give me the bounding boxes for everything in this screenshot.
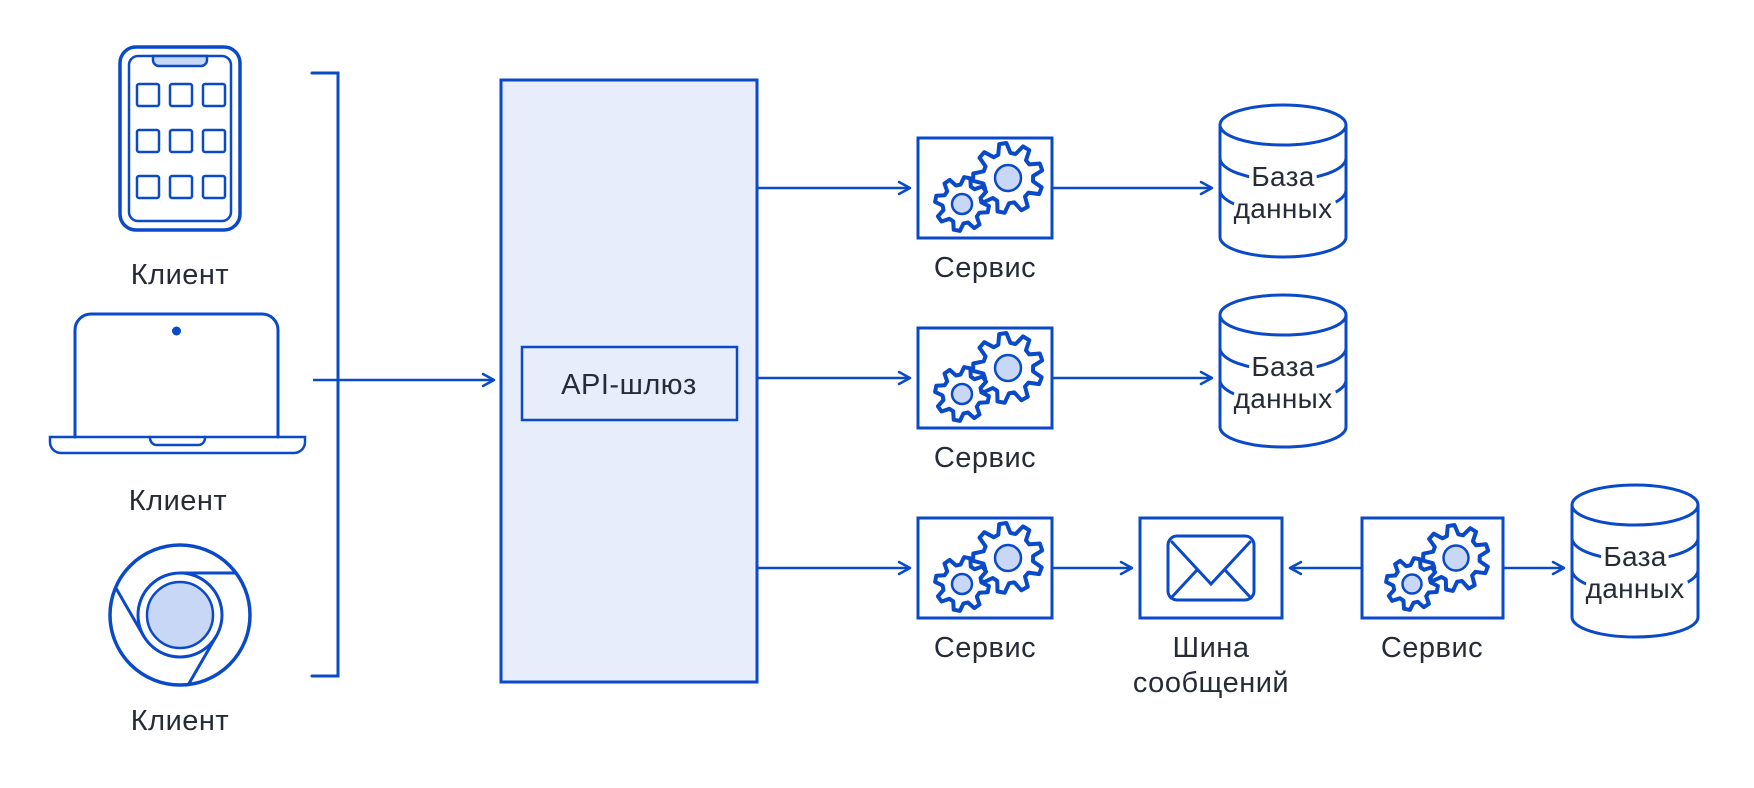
laptop-screen [73,312,280,439]
service-2-node [916,326,1054,430]
db-top [1218,103,1348,147]
database-1-label-line1: База [1251,161,1314,192]
envelope-icon [1166,534,1256,602]
laptop-webcam [172,326,181,336]
client-1-label: Клиент [131,259,229,291]
client-3-label: Клиент [131,705,229,737]
database-icon: База данных [1570,483,1700,639]
laptop-base-notch [148,435,207,447]
clients-bracket [310,71,340,678]
service-1-node [916,136,1054,240]
database-3-label-line2: данных [1586,573,1685,604]
db-top [1218,293,1348,337]
service-4-label: Сервис [1381,632,1483,664]
smartphone-icon [118,45,242,232]
database-2-label-line1: База [1251,351,1314,382]
browser-outer-circle [108,543,252,687]
message-bus-box [1138,516,1284,620]
db-waves [1218,156,1348,214]
db-body [1218,313,1348,449]
phone-body [118,45,242,232]
db-top [1570,483,1700,527]
phone-app-grid [135,82,227,200]
service-3-label: Сервис [934,632,1036,664]
client-2-label: Клиент [129,485,227,517]
database-3-label-line1: База [1603,541,1666,572]
message-bus-label-line2: сообщений [1133,667,1289,699]
gears-icon [933,141,1045,233]
service-2-label: Сервис [934,442,1036,474]
db-waves [1570,536,1700,594]
database-icon: База данных [1218,293,1348,449]
db-body [1570,503,1700,639]
envelope-flap [1170,540,1252,587]
db-waves [1218,346,1348,404]
browser-icon [108,543,252,687]
browser-center [145,580,215,650]
phone-notch [151,54,209,68]
gears-icon [933,331,1045,423]
envelope-body [1166,534,1256,602]
service-1-label: Сервис [934,252,1036,284]
message-bus-node [1138,516,1284,620]
gears-icon [1384,523,1491,612]
api-gateway-label-box [520,345,739,422]
laptop-icon [48,312,307,455]
service-4-node [1360,516,1505,620]
database-icon: База данных [1218,103,1348,259]
database-2-label-line2: данных [1234,383,1333,414]
message-bus-label-line1: Шина [1173,632,1250,664]
phone-screen [127,54,233,223]
browser-seams [114,571,238,686]
service-3-node [916,516,1054,620]
database-1-label-line2: данных [1234,193,1333,224]
api-gateway-label: API-шлюз [561,369,697,401]
laptop-base [48,435,307,455]
db-body [1218,123,1348,259]
connectors [313,180,1566,576]
envelope-folds [1169,568,1253,600]
gears-icon [933,521,1045,613]
